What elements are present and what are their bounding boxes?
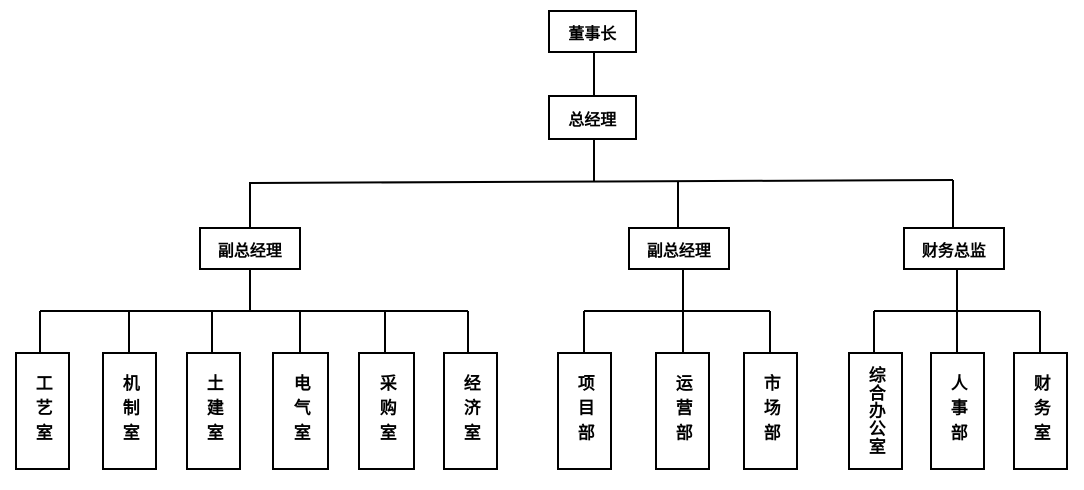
dept-box-5: 采购室 xyxy=(358,352,415,470)
dept-box-2: 机制室 xyxy=(102,352,157,470)
deputy-gm-box-2: 副总经理 xyxy=(628,227,730,270)
dept-box-10: 综合办公室 xyxy=(848,352,903,470)
dept-box-8: 运营部 xyxy=(655,352,710,470)
dept-box-12: 财务室 xyxy=(1013,352,1068,470)
dept-box-6: 经济室 xyxy=(443,352,498,470)
general-manager-box: 总经理 xyxy=(548,95,637,140)
deputy-gm-box-1: 副总经理 xyxy=(199,227,301,270)
dept-box-11: 人事部 xyxy=(930,352,985,470)
connector-level2-bar xyxy=(248,179,954,184)
chairman-box: 董事长 xyxy=(548,10,637,53)
dept-box-1: 工艺室 xyxy=(15,352,70,470)
dept-box-9: 市场部 xyxy=(743,352,798,470)
dept-box-7: 项目部 xyxy=(557,352,612,470)
dept-box-3: 土建室 xyxy=(186,352,241,470)
cfo-box: 财务总监 xyxy=(903,227,1005,270)
dept-box-4: 电气室 xyxy=(272,352,329,470)
